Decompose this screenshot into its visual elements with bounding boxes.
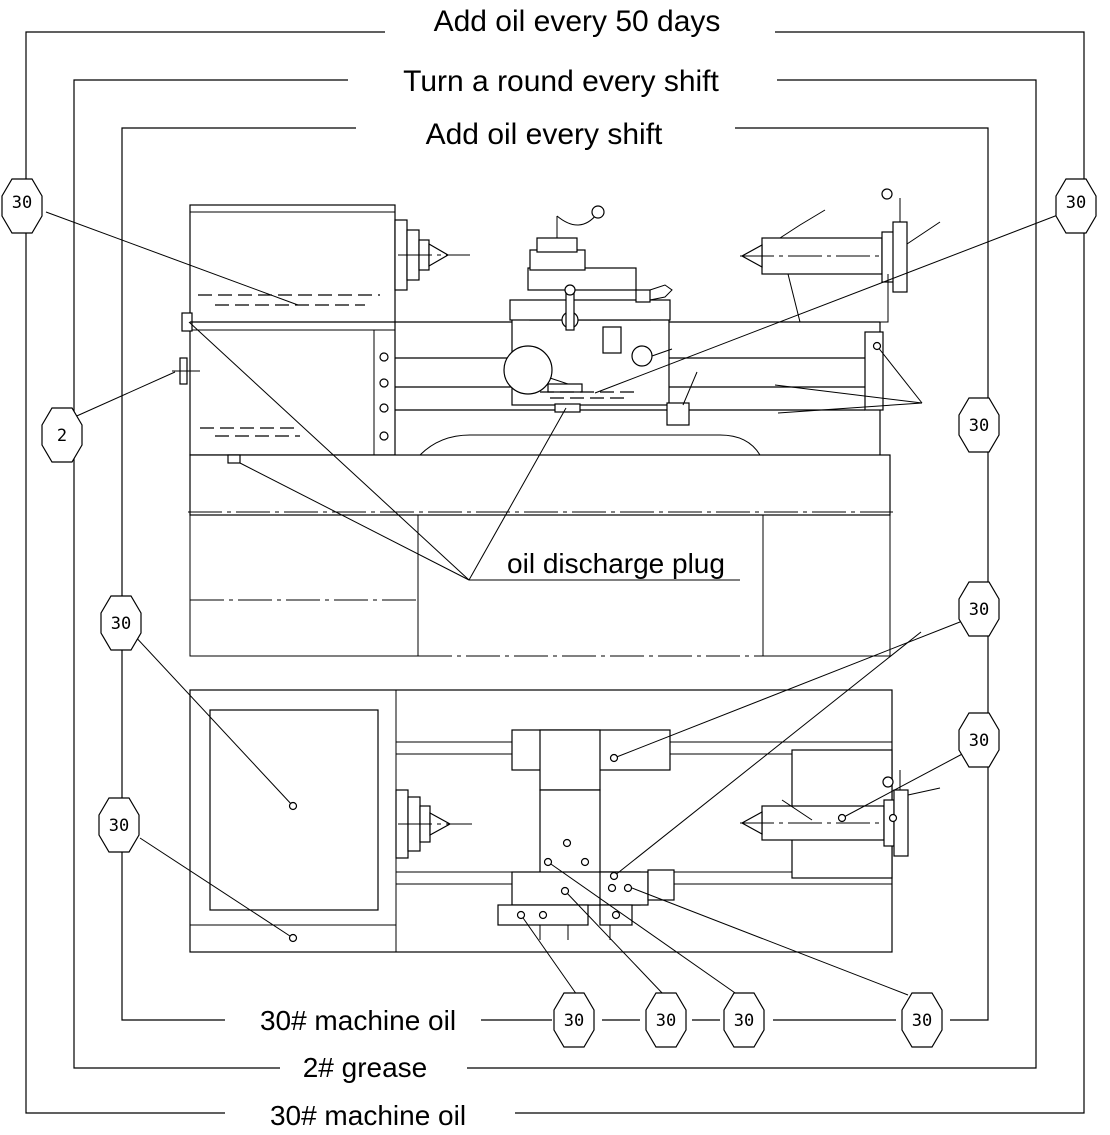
svg-text:2: 2 [57,426,67,446]
inner-frame-top-label: Add oil every shift [426,118,663,151]
svg-text:30: 30 [12,193,32,213]
bubble-8: 30 [98,797,140,853]
svg-text:30: 30 [111,614,131,634]
svg-text:30: 30 [912,1011,932,1031]
inner-frame [121,127,989,1021]
svg-text:30: 30 [564,1011,584,1031]
bubble-11: 30 [723,992,765,1048]
middle-frame-top-label: Turn a round every shift [403,65,719,98]
bubble-9: 30 [553,992,595,1048]
bubble-10: 30 [645,992,687,1048]
bubble-4: 30 [958,397,1000,453]
svg-text:30: 30 [969,600,989,620]
svg-text:30: 30 [969,416,989,436]
leader-lines [45,211,1064,996]
bubble-3: 2 [41,407,83,463]
middle-frame-bottom-label: 2# grease [303,1052,428,1083]
middle-frame [73,79,1037,1069]
outer-frame-top-label: Add oil every 50 days [434,5,721,38]
bubble-1: 30 [1,178,43,234]
outer-frame-bottom-label: 30# machine oil [270,1100,466,1131]
bubble-12: 30 [901,992,943,1048]
oil-discharge-plug-label: oil discharge plug [507,548,725,579]
bubble-7: 30 [958,712,1000,768]
svg-text:30: 30 [109,816,129,836]
svg-text:30: 30 [969,731,989,751]
svg-text:30: 30 [656,1011,676,1031]
lathe-top-view [189,689,941,953]
bubble-2: 30 [1055,178,1097,234]
outer-frame [25,31,1085,1114]
inner-frame-bottom-label: 30# machine oil [260,1005,456,1036]
bubble-5: 30 [958,581,1000,637]
svg-text:30: 30 [734,1011,754,1031]
lubrication-points [288,341,898,943]
bubble-6: 30 [100,595,142,651]
lathe-front-view [172,188,941,657]
svg-text:30: 30 [1066,193,1086,213]
